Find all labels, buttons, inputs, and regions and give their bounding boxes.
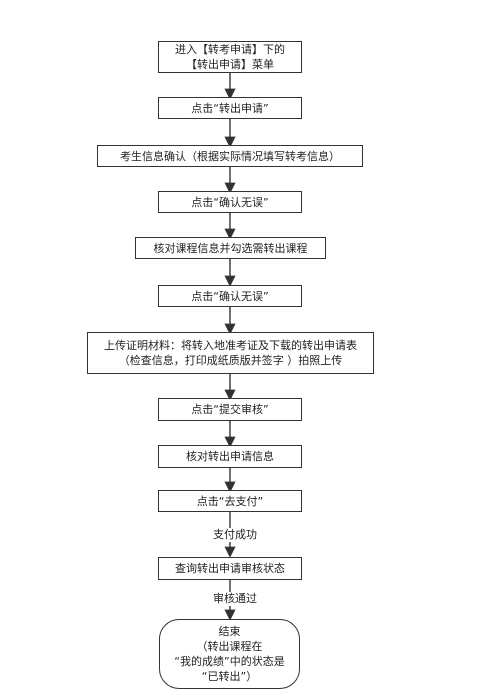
step-end: 结束 （转出课程在 “我的成绩”中的状态是 “已转出”）: [159, 619, 300, 689]
step-text: （转出课程在: [196, 640, 263, 653]
step-text: 上传证明材料：将转入地准考证及下载的转出申请表: [104, 339, 357, 352]
step-text: “已转出”）: [201, 670, 258, 683]
edge-label-review-approved: 审核通过: [203, 592, 267, 606]
step-text: 核对转出申请信息: [186, 450, 274, 463]
step-text: 核对课程信息并勾选需转出课程: [153, 241, 308, 255]
step-text: 结束: [218, 625, 241, 638]
step-text: 查询转出申请审核状态: [175, 562, 285, 575]
step-click-confirm-2: 点击“确认无误”: [158, 285, 302, 307]
step-query-review-status: 查询转出申请审核状态: [158, 557, 302, 580]
step-click-confirm-1: 点击“确认无误”: [158, 191, 302, 213]
step-text: （检查信息，打印成纸质版并签字 ）拍照上传: [118, 354, 343, 367]
step-text: 进入【转考申请】下的: [175, 43, 285, 56]
step-text: 点击“去支付”: [196, 494, 264, 508]
step-click-transfer-out: 点击“转出申请”: [158, 97, 302, 119]
step-text: 考生信息确认（根据实际情况填写转考信息）: [120, 149, 340, 163]
step-text: “我的成绩”中的状态是: [174, 655, 285, 668]
step-enter-transfer-menu: 进入【转考申请】下的 【转出申请】菜单: [158, 41, 302, 73]
step-text: 点击“转出申请”: [191, 101, 269, 115]
step-text: 点击“确认无误”: [191, 195, 269, 209]
step-click-submit-review: 点击“提交审核”: [158, 398, 302, 421]
edge-label-payment-success: 支付成功: [203, 528, 267, 542]
step-upload-documents: 上传证明材料：将转入地准考证及下载的转出申请表 （检查信息，打印成纸质版并签字 …: [87, 332, 374, 374]
step-confirm-candidate-info: 考生信息确认（根据实际情况填写转考信息）: [97, 145, 363, 167]
step-check-courses: 核对课程信息并勾选需转出课程: [135, 237, 326, 259]
step-click-pay: 点击“去支付”: [158, 490, 302, 512]
step-text: 点击“提交审核”: [191, 403, 269, 416]
step-text: 【转出申请】菜单: [186, 58, 274, 71]
step-check-application-info: 核对转出申请信息: [158, 445, 302, 468]
step-text: 点击“确认无误”: [191, 289, 269, 303]
